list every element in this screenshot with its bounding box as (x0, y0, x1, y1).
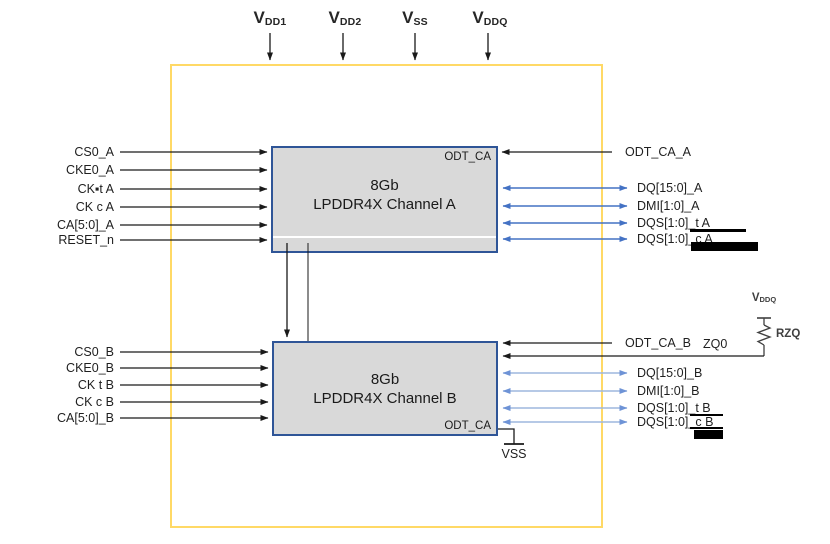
signal-label-ck-c-a: CK c A (75, 200, 114, 214)
redaction-bar-dqs-c-b-block (694, 430, 723, 439)
channel-b-block: 8Gb LPDDR4X Channel B ODT_CA (272, 341, 498, 436)
signal-label-dqs-t-a: DQS[1:0]_t A (637, 216, 710, 230)
signal-label-ck-t-a: CK▪t A (77, 182, 114, 196)
channel-a-block: 8Gb LPDDR4X Channel A ODT_CA (271, 146, 498, 253)
channel-a-divider (273, 236, 496, 238)
power-pin-label: V (253, 8, 265, 27)
power-pin-subscript: DD2 (339, 16, 362, 28)
channel-b-odt-port-label: ODT_CA (444, 420, 491, 432)
redaction-bar-dqs-c-a (691, 242, 758, 251)
signal-label-ck-c-b: CK c B (75, 395, 114, 409)
power-pin-subscript: SS (413, 16, 428, 28)
power-pin-vddq: VDDQ (458, 8, 522, 28)
redaction-bar-dqs-t-b (690, 414, 723, 416)
signal-label-dqs-c-b: DQS[1:0]_c B (637, 415, 714, 429)
signal-label-dq-b: DQ[15:0]_B (637, 366, 703, 380)
power-pin-label: V (402, 8, 414, 27)
power-pin-vdd1: VDD1 (238, 8, 302, 28)
power-pin-label: V (472, 8, 484, 27)
vss-ground-label: VSS (501, 447, 527, 461)
channel-b-title: LPDDR4X Channel B (313, 389, 457, 407)
signal-label-reset-n: RESET_n (58, 233, 114, 247)
channel-a-title: LPDDR4X Channel A (313, 195, 456, 213)
power-pin-subscript: DD1 (264, 16, 287, 28)
channel-a-odt-port-label: ODT_CA (444, 151, 491, 163)
signal-label-cs0-a: CS0_A (74, 145, 114, 159)
power-pin-subscript: DDQ (483, 16, 508, 28)
redaction-bar-dqs-c-b-underline (690, 427, 723, 429)
power-pin-vdd2: VDD2 (313, 8, 377, 28)
signal-label-cke0-a: CKE0_A (66, 163, 114, 177)
signal-label-ca-b: CA[5:0]_B (57, 411, 114, 425)
rzq-rail-vddq: VDDQ (742, 292, 786, 304)
power-pin-arrows (267, 33, 491, 61)
signal-label-dmi-a: DMI[1:0]_A (637, 199, 700, 213)
signal-label-dq-a: DQ[15:0]_A (637, 181, 703, 195)
signal-label-zq0: ZQ0 (703, 337, 728, 351)
signal-label-dqs-t-b: DQS[1:0]_t B (637, 401, 711, 415)
signal-label-ck-t-b: CK t B (77, 378, 114, 392)
signal-label-ca-a: CA[5:0]_A (57, 218, 114, 232)
rail-label: V (751, 292, 760, 304)
redaction-bar-dqs-t-a (690, 229, 746, 232)
signal-label-odt-ca-a: ODT_CA_A (625, 145, 691, 159)
channel-a-density: 8Gb (370, 176, 399, 194)
package-boundary (170, 64, 603, 528)
power-pin-vss: VSS (383, 8, 447, 28)
signal-label-odt-ca-b: ODT_CA_B (625, 336, 691, 350)
rail-subscript: DDQ (759, 295, 777, 304)
rzq-resistor-label: RZQ (776, 328, 801, 340)
power-pin-label: V (328, 8, 340, 27)
signal-label-dmi-b: DMI[1:0]_B (637, 384, 700, 398)
signal-label-cs0-b: CS0_B (74, 345, 114, 359)
signal-label-cke0-b: CKE0_B (66, 361, 114, 375)
channel-b-density: 8Gb (370, 370, 400, 388)
